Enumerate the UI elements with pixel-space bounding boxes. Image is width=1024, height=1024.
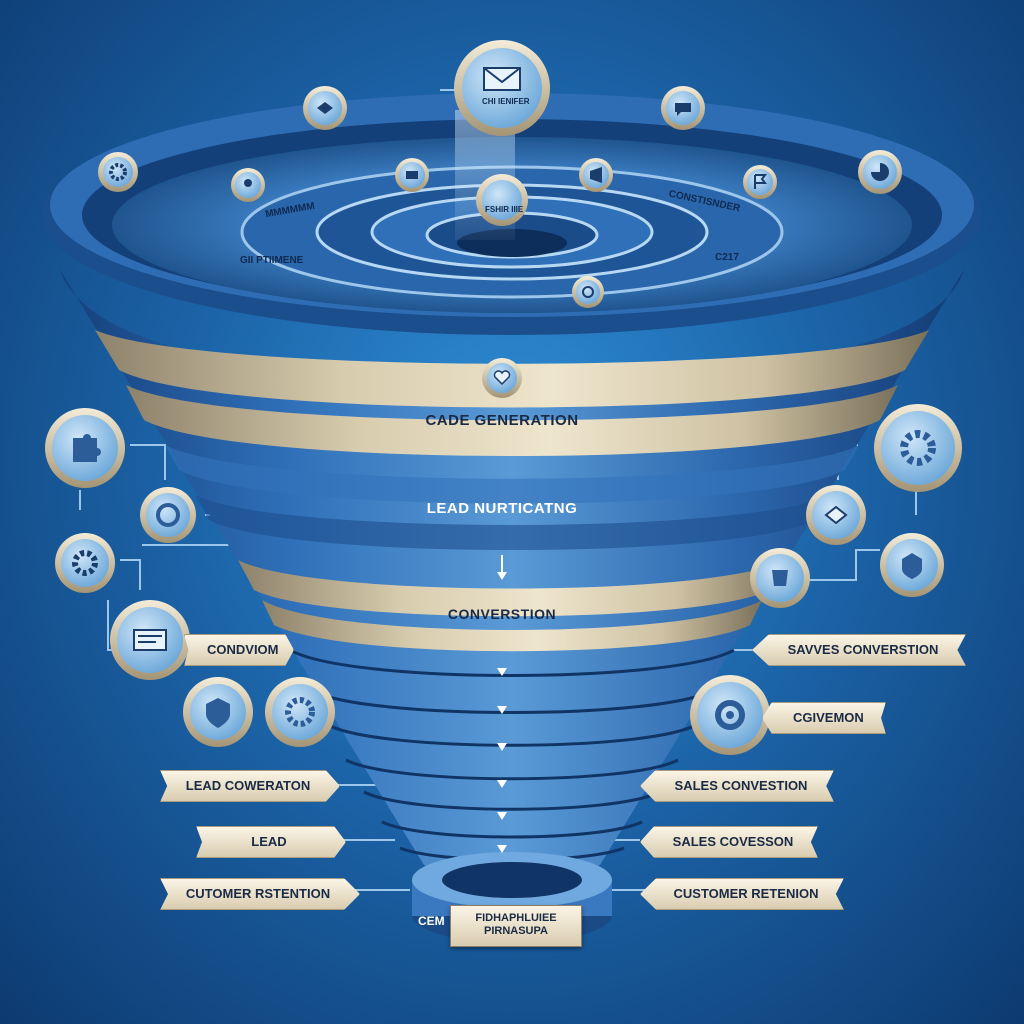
stage-label: CADE GENERATION [425, 412, 579, 429]
right-tag: SALES CONVESTION [640, 770, 834, 802]
puzzle-icon [45, 408, 125, 488]
top-email-label: CHI IENIFER [482, 97, 530, 106]
gear-icon [55, 533, 115, 593]
flag-icon [743, 165, 777, 199]
handshake-icon [303, 86, 347, 130]
center-badge-icon [476, 174, 528, 226]
right-tag: CGIVEMON [762, 702, 886, 734]
refresh-icon [690, 675, 770, 755]
megaphone-icon [579, 158, 613, 192]
chart-icon [395, 158, 429, 192]
badge-icon [880, 533, 944, 597]
center-label: FSHIR IIIE [485, 205, 524, 214]
pie-icon [858, 150, 902, 194]
email-icon [454, 40, 550, 136]
base-plaque: FIDHAPHLUIEE PIRNASUPA [450, 905, 582, 947]
icons [45, 40, 962, 755]
gear-icon [98, 152, 138, 192]
right-tag: CUSTOMER RETENION [640, 878, 844, 910]
base-line-1: FIDHAPHLUIEE [475, 912, 557, 924]
handshake-icon [806, 485, 866, 545]
target-icon [572, 276, 604, 308]
base-prefix: CEM [418, 914, 445, 928]
target-icon [140, 487, 196, 543]
left-tag: CONDVIOM [184, 634, 294, 666]
right-tag: SALES COVESSON [640, 826, 818, 858]
stage-label: CONVERSTION [447, 606, 557, 622]
base-line-2: PIRNASUPA [484, 925, 548, 937]
document-icon [110, 600, 190, 680]
left-tag: LEAD COWERATON [160, 770, 340, 802]
chat-icon [661, 86, 705, 130]
left-tag: CUTOMER RSTENTION [160, 878, 360, 910]
gear-icon [874, 404, 962, 492]
shield-icon [183, 677, 253, 747]
network-icon [265, 677, 335, 747]
rim-label-left-2: GII PTIIMENE [240, 255, 304, 266]
stage-label: LEAD NURTICATNG [426, 500, 578, 517]
right-tag: SAVVES CONVERSTION [752, 634, 966, 666]
left-tag: LEAD NUNTUMHE [196, 826, 346, 858]
people-icon [231, 168, 265, 202]
flow-arrows [497, 555, 507, 853]
rim-label-right-2: C217 [715, 252, 739, 263]
shield-icon [750, 548, 810, 608]
heart-icon [482, 358, 522, 398]
